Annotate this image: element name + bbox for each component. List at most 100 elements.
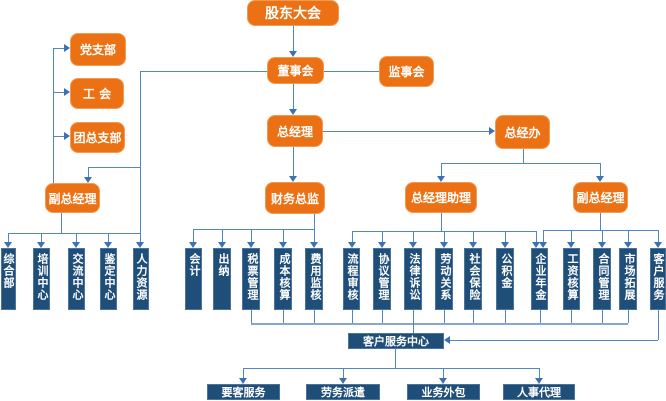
connector: [600, 163, 601, 176]
node-supervisory-board: 监事会: [379, 56, 434, 87]
connector: [88, 167, 140, 168]
connector: [251, 229, 252, 242]
connector: [473, 231, 474, 242]
node-board-of-directors: 董事会: [267, 57, 324, 84]
arrow-down-icon: [37, 242, 45, 248]
arrow-right-icon: [64, 88, 70, 96]
connector: [222, 229, 223, 242]
arrow-down-icon: [654, 242, 662, 248]
arrow-down-icon: [72, 242, 80, 248]
dept-tax-invoice: 税票管理: [242, 248, 260, 310]
connector: [293, 84, 294, 109]
connector: [53, 136, 64, 137]
connector: [571, 310, 572, 323]
connector: [53, 48, 64, 49]
arrow-down-icon: [189, 242, 197, 248]
connector: [140, 233, 141, 242]
connector: [413, 323, 414, 333]
connector: [536, 231, 537, 242]
connector: [53, 92, 64, 93]
node-deputy-gm-left: 副总经理: [45, 183, 100, 213]
dept-housing-fund: 公积金: [496, 248, 514, 310]
connector: [540, 310, 541, 323]
connector: [343, 368, 344, 378]
connector: [473, 310, 474, 323]
dept-legal-litigation: 法律诉讼: [404, 248, 422, 310]
arrow-down-icon: [289, 176, 297, 182]
connector: [523, 149, 524, 163]
arrow-right-icon: [64, 132, 70, 140]
arrow-down-icon: [532, 242, 540, 248]
arrow-down-icon: [567, 242, 575, 248]
dept-market-expansion: 市场拓展: [619, 248, 637, 310]
arrow-down-icon: [279, 242, 287, 248]
connector: [352, 231, 353, 242]
connector: [243, 368, 244, 378]
connector: [193, 229, 314, 230]
connector: [444, 310, 445, 323]
connector: [444, 231, 445, 242]
arrow-right-icon: [489, 127, 495, 135]
arrow-down-icon: [348, 242, 356, 248]
node-general-manager: 总经理: [267, 115, 323, 147]
connector: [505, 231, 506, 242]
arrow-down-icon: [409, 242, 417, 248]
dept-contract-mgmt: 合同管理: [593, 248, 611, 310]
connector: [602, 310, 603, 323]
arrow-down-icon: [339, 378, 347, 384]
node-business-outsourcing: 业务外包: [407, 384, 480, 400]
dept-social-insurance: 社会保险: [464, 248, 482, 310]
node-shareholders-meeting: 股东大会: [247, 0, 339, 26]
connector: [88, 167, 89, 177]
arrow-down-icon: [239, 378, 247, 384]
node-customer-service-center: 客户服务中心: [348, 333, 444, 349]
dept-agreement-mgmt: 协议管理: [373, 248, 391, 310]
connector: [53, 48, 54, 183]
connector: [314, 214, 315, 229]
dept-appraisal-center: 鉴定中心: [100, 248, 117, 310]
connector: [441, 163, 442, 176]
dept-human-resources: 人力资源: [133, 248, 149, 310]
connector: [539, 368, 540, 378]
arrow-down-icon: [104, 242, 112, 248]
node-gm-office: 总经办: [495, 115, 550, 149]
connector: [628, 230, 629, 242]
connector: [76, 233, 77, 242]
connector: [314, 229, 315, 242]
node-vip-service: 要客服务: [207, 384, 280, 400]
dept-enterprise-annuity: 企业年金: [531, 248, 548, 310]
dept-expense-audit: 费用监核: [305, 248, 323, 310]
connector: [108, 233, 109, 242]
arrow-down-icon: [598, 242, 606, 248]
arrow-down-icon: [539, 242, 547, 248]
connector: [441, 163, 600, 164]
connector: [251, 310, 252, 323]
connector: [382, 310, 383, 323]
connector: [193, 229, 194, 242]
connector: [293, 26, 294, 51]
connector: [602, 230, 603, 242]
dept-cost-accounting: 成本核算: [274, 248, 292, 310]
connector: [8, 233, 140, 234]
node-youth-league-branch: 团总支部: [70, 122, 125, 153]
node-labor-dispatch: 劳务派遣: [306, 384, 380, 400]
arrow-left-icon: [444, 336, 450, 344]
arrow-down-icon: [289, 51, 297, 57]
connector: [443, 368, 444, 378]
connector: [314, 310, 315, 323]
connector: [543, 230, 544, 242]
connector: [243, 368, 539, 369]
connector: [283, 229, 284, 242]
arrow-down-icon: [440, 242, 448, 248]
node-gm-assistant: 总经理助理: [405, 182, 477, 213]
arrow-down-icon: [247, 242, 255, 248]
arrow-down-icon: [218, 242, 226, 248]
dept-labor-relations: 劳动关系: [435, 248, 453, 310]
dept-training-center: 培训中心: [33, 248, 50, 310]
connector: [600, 213, 601, 230]
connector: [283, 310, 284, 323]
connector: [658, 230, 659, 242]
dept-process-review: 流程审核: [343, 248, 360, 310]
connector: [382, 231, 383, 242]
